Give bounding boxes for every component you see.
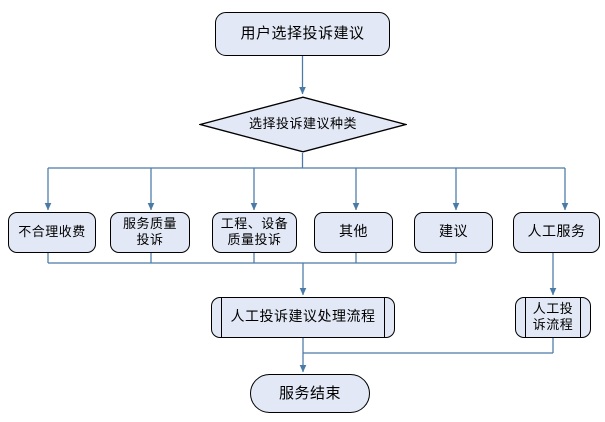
node-option-suggestion[interactable]: 建议 [414,212,493,253]
node-option-unreasonable-fee-label: 不合理收费 [18,224,86,240]
node-manual-complaint-handling-flow-label: 人工投诉建议处理流程 [230,309,376,326]
node-option-manual-service-label: 人工服务 [527,224,586,241]
predefined-process-bar-left [221,296,222,339]
node-option-service-quality-label: 服务质量 投诉 [122,217,177,248]
node-start-label: 用户选择投诉建议 [240,24,365,43]
node-option-engineering-equipment-quality-label: 工程、设备 质量投诉 [220,217,289,248]
node-option-engineering-equipment-quality[interactable]: 工程、设备 质量投诉 [212,212,297,253]
node-decision[interactable]: 选择投诉建议种类 [199,96,407,153]
node-manual-complaint-handling-flow[interactable]: 人工投诉建议处理流程 [211,296,395,339]
node-manual-complaint-flow-label: 人工投 诉流程 [532,302,574,333]
node-manual-complaint-flow[interactable]: 人工投 诉流程 [515,296,591,339]
predefined-process-bar-right [580,296,581,339]
node-option-other[interactable]: 其他 [314,212,393,253]
predefined-process-bar-left [525,296,526,339]
node-decision-label: 选择投诉建议种类 [248,116,357,132]
diamond-shape [199,96,407,153]
node-option-manual-service[interactable]: 人工服务 [513,212,600,253]
node-option-suggestion-label: 建议 [439,224,468,241]
node-end[interactable]: 服务结束 [250,374,370,413]
node-option-service-quality[interactable]: 服务质量 投诉 [110,212,190,253]
node-start[interactable]: 用户选择投诉建议 [215,12,390,56]
node-option-other-label: 其他 [339,224,368,241]
node-end-label: 服务结束 [278,383,341,402]
predefined-process-bar-right [384,296,385,339]
node-option-unreasonable-fee[interactable]: 不合理收费 [8,212,96,253]
